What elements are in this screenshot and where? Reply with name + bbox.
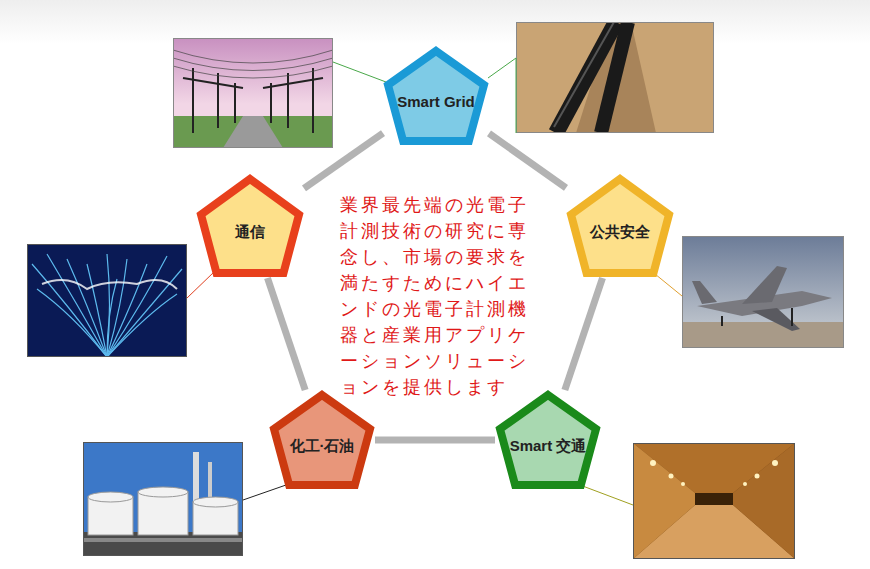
node-label: 化工·石油 <box>269 437 375 455</box>
connector-stroke <box>304 133 383 188</box>
connector-stroke <box>375 437 495 444</box>
jet-photo <box>682 236 844 348</box>
pentagon-node: 化工·石油 <box>269 390 375 490</box>
connector-line <box>267 278 305 390</box>
pentagon-node: 通信 <box>196 174 304 278</box>
connector-line <box>304 133 383 188</box>
tunnel-photo <box>633 443 795 559</box>
connector-line <box>489 133 566 187</box>
node-label: 公共安全 <box>566 223 674 241</box>
connector-line <box>375 440 495 441</box>
node-label: Smart 交通 <box>495 437 601 455</box>
connector-line <box>565 278 603 390</box>
fiber-photo <box>27 244 187 357</box>
node-label: 通信 <box>196 223 304 241</box>
connector-stroke <box>267 278 305 390</box>
pentagon-node: Smart 交通 <box>495 390 601 490</box>
substation-photo <box>173 38 333 148</box>
node-label: Smart Grid <box>383 93 489 111</box>
mission-statement: 業界最先端の光電子計測技術の研究に専念し、市場の要求を満たすためにハイエンドの光… <box>340 192 540 400</box>
pipeline-photo <box>516 22 714 133</box>
connector-stroke <box>565 278 603 390</box>
connector-stroke <box>489 133 566 187</box>
header-band <box>0 0 870 44</box>
pentagon-node: Smart Grid <box>383 46 489 146</box>
tanks-photo <box>83 442 243 556</box>
pentagon-node: 公共安全 <box>566 174 674 278</box>
